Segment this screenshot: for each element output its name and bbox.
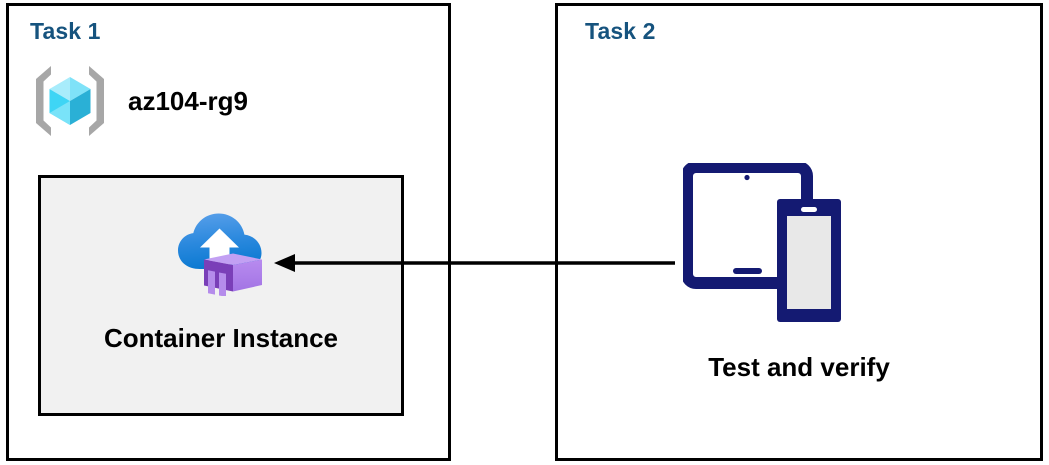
container-instance-card: Container Instance [38, 175, 404, 416]
resource-group-name: az104-rg9 [128, 86, 248, 116]
devices-caption: Test and verify [708, 352, 890, 382]
container-instance-caption: Container Instance [103, 323, 339, 353]
resource-group-row: az104-rg9 [29, 63, 248, 139]
tablet-and-phone-icon [683, 163, 841, 322]
task-1-label: Task 1 [30, 18, 101, 44]
container-instance-icon [178, 213, 262, 296]
resource-group-icon [36, 66, 104, 136]
task-2-label: Task 2 [585, 18, 656, 44]
